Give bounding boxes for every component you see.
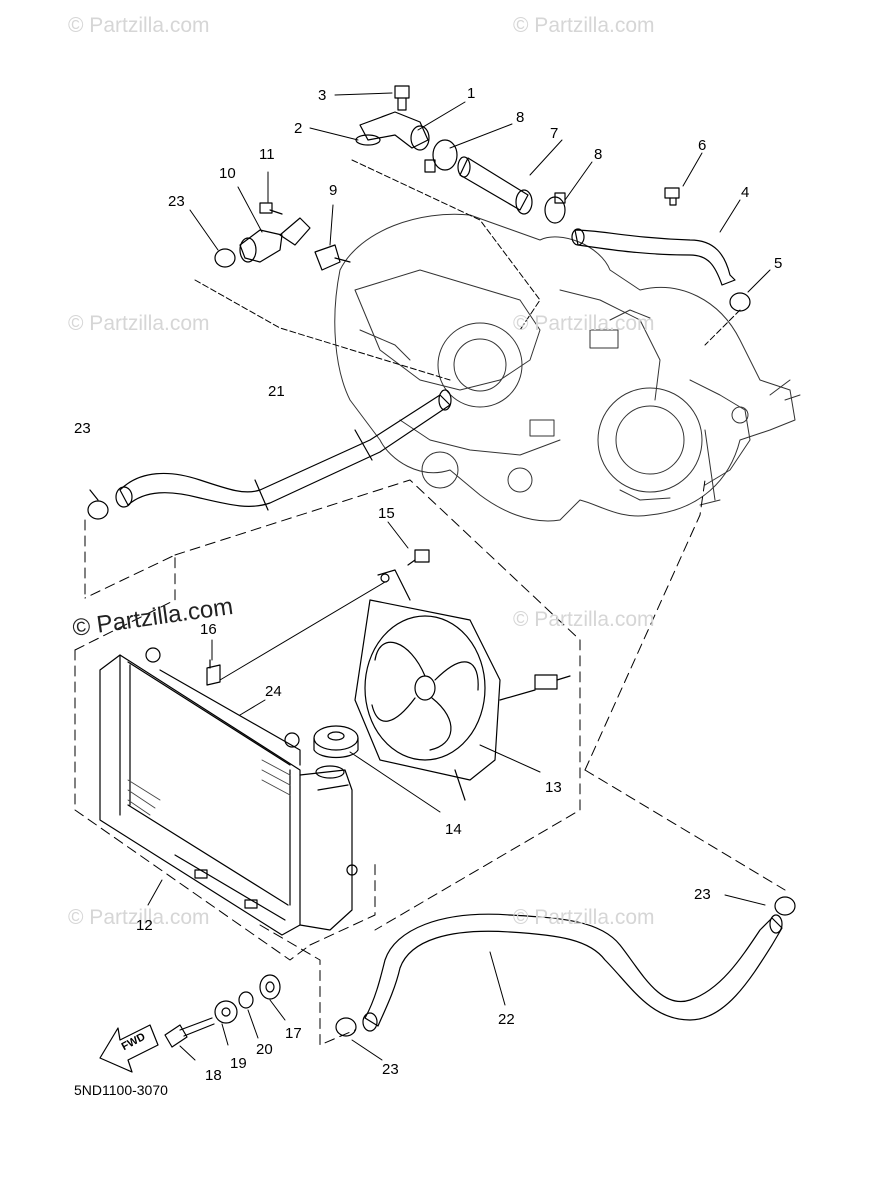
part-callout-20: 20: [256, 1041, 273, 1058]
part-callout-17: 17: [285, 1025, 302, 1042]
fwd-arrow-icon: [99, 1024, 159, 1073]
radiator-cap: [313, 725, 359, 759]
watermark: © Partzilla.com: [513, 312, 655, 335]
lower-fasteners: [164, 974, 286, 1061]
part-callout-7: 7: [550, 125, 559, 142]
hose-22: [335, 894, 796, 1061]
part-callout-12: 12: [136, 917, 153, 934]
part-callout-18: 18: [205, 1067, 222, 1084]
part-callout-16: 16: [200, 621, 217, 638]
part-callout-15: 15: [378, 505, 395, 522]
watermark: © Partzilla.com: [513, 14, 655, 37]
diagram-code: 5ND1100-3070: [74, 1082, 168, 1098]
part-callout-11: 11: [259, 146, 275, 163]
part-callout-14: 14: [445, 821, 462, 838]
part-callout-8a: 8: [516, 109, 525, 126]
part-callout-13: 13: [545, 779, 562, 796]
part-callout-3: 3: [318, 87, 327, 104]
watermark: © Partzilla.com: [513, 608, 655, 631]
part-callout-4: 4: [741, 184, 750, 201]
part-callout-23a: 23: [168, 193, 185, 210]
leader-lines-radiator: [147, 521, 541, 906]
part-callout-23b: 23: [74, 420, 91, 437]
fan-bolt: [407, 549, 430, 566]
radiator-group-outline: [74, 479, 581, 961]
engine-outline: [334, 213, 801, 522]
part-callout-2: 2: [294, 120, 303, 137]
watermark: © Partzilla.com: [68, 14, 210, 37]
part-callout-23c: 23: [694, 886, 711, 903]
cooling-fan: [354, 569, 571, 801]
outlet-pipe-assembly: [214, 85, 751, 312]
part-callout-10: 10: [219, 165, 236, 182]
lower-reference-lines: [259, 479, 786, 1046]
harness-clip: [206, 659, 221, 686]
watermark: © Partzilla.com: [68, 906, 210, 929]
part-callout-21: 21: [268, 383, 285, 400]
part-callout-24: 24: [265, 683, 282, 700]
radiator: [99, 647, 358, 936]
watermark: © Partzilla.com: [68, 312, 210, 335]
leader-lines-top: [189, 92, 771, 381]
watermark: © Partzilla.com: [513, 906, 655, 929]
part-callout-8b: 8: [594, 146, 603, 163]
part-callout-22: 22: [498, 1011, 515, 1028]
part-callout-9: 9: [329, 182, 338, 199]
part-callout-6: 6: [698, 137, 707, 154]
part-callout-19: 19: [230, 1055, 247, 1072]
part-callout-5: 5: [774, 255, 783, 272]
hose-21: [87, 389, 452, 520]
part-callout-1: 1: [467, 85, 476, 102]
part-callout-23d: 23: [382, 1061, 399, 1078]
